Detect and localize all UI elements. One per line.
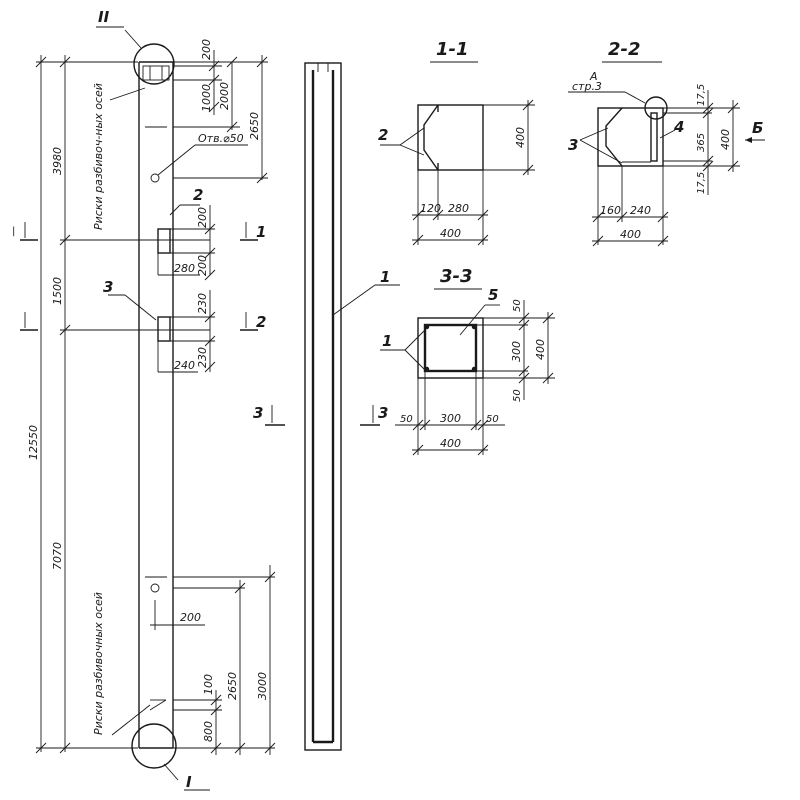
cut-1-label: 1: [256, 223, 266, 241]
pos-4-s22: 4: [673, 118, 684, 136]
section-3-3: 3-3 5 1 50 300 50 400: [380, 266, 555, 456]
s11-dim-400h: 400: [514, 127, 527, 148]
s11-dim-280: 280: [448, 202, 469, 215]
s22-dim-175b: 17,5: [696, 172, 707, 194]
s33-dim-50t: 50: [512, 299, 523, 312]
s22-dim-400h: 400: [719, 129, 732, 150]
dim-280: 280: [174, 262, 195, 275]
s11-dim-400w: 400: [440, 227, 461, 240]
section-1-1: 1-1 2 400 120 280 400: [378, 39, 535, 246]
s22-dim-240: 240: [630, 204, 651, 217]
dim-1000: 1000: [200, 84, 213, 112]
section-1-1-title: 1-1: [436, 39, 469, 60]
cut-2-label: 2: [256, 313, 266, 331]
dim-100: 100: [202, 674, 215, 695]
s22-dim-365: 365: [696, 133, 707, 152]
dim-2650-bot: 2650: [226, 672, 239, 700]
dim-200-emb2: 200: [196, 207, 209, 228]
node-II-label: II: [98, 8, 110, 26]
section-2-2: 2-2 3 4 A стр.3 Б 17,5 365 1: [568, 39, 765, 247]
dim-230b: 230: [196, 347, 209, 368]
s33-dim-400w: 400: [440, 437, 461, 450]
cut-3-right: 3: [378, 404, 388, 422]
detail-A-label: A: [589, 70, 598, 83]
s33-dim-50l: 50: [400, 414, 413, 425]
pos-1-s33: 1: [382, 332, 392, 350]
section-2-2-title: 2-2: [608, 39, 641, 60]
s22-dim-400w: 400: [620, 228, 641, 241]
dim-3000: 3000: [256, 672, 269, 700]
dim-2650-top: 2650: [248, 112, 261, 140]
pos-2-elev: 2: [193, 186, 203, 204]
section-3-3-title: 3-3: [440, 266, 473, 287]
dim-200-top: 200: [200, 39, 213, 60]
s33-dim-50b: 50: [512, 389, 523, 402]
cut-3-left: 3: [253, 404, 263, 422]
s11-dim-120: 120: [420, 202, 441, 215]
s22-dim-160: 160: [600, 204, 621, 217]
dim-800: 800: [202, 721, 215, 742]
dim-230: 230: [196, 293, 209, 314]
s33-dim-50r: 50: [486, 414, 499, 425]
dim-200-bot: 200: [180, 611, 201, 624]
pos-3-s22: 3: [568, 136, 578, 154]
s33-dim-300: 300: [440, 412, 461, 425]
hole-note: Отв.⌀50: [198, 132, 244, 145]
view-B-label: Б: [752, 119, 763, 137]
node-I-label: I: [186, 773, 192, 791]
dim-3980: 3980: [51, 147, 64, 175]
pos-3-elev: 3: [103, 278, 113, 296]
dim-7070: 7070: [51, 542, 64, 570]
dim-2000: 2000: [218, 82, 231, 110]
s33-dim-400h: 400: [534, 339, 547, 360]
dim-total: 12550: [27, 425, 40, 460]
svg-text:|: |: [12, 226, 15, 237]
dim-1500: 1500: [51, 277, 64, 305]
s22-dim-175a: 17,5: [696, 84, 707, 106]
detail-A-ref: стр.3: [572, 80, 602, 93]
s33-dim-300v: 300: [510, 341, 523, 362]
note-top-loops: Риски разбивоч-ных осей: [92, 83, 105, 230]
dim-200-emb2b: 200: [196, 255, 209, 276]
pos-2-s11: 2: [378, 126, 388, 144]
front-elevation: II I 12550 3980 1500 7070 | 1: [12, 8, 276, 791]
note-bottom-loops: Риски разбивочных осей: [92, 592, 105, 735]
pos-1-side: 1: [380, 268, 390, 286]
side-elevation: 1 3 3: [253, 62, 400, 751]
dim-240: 240: [174, 359, 195, 372]
pos-5-s33: 5: [488, 286, 498, 304]
